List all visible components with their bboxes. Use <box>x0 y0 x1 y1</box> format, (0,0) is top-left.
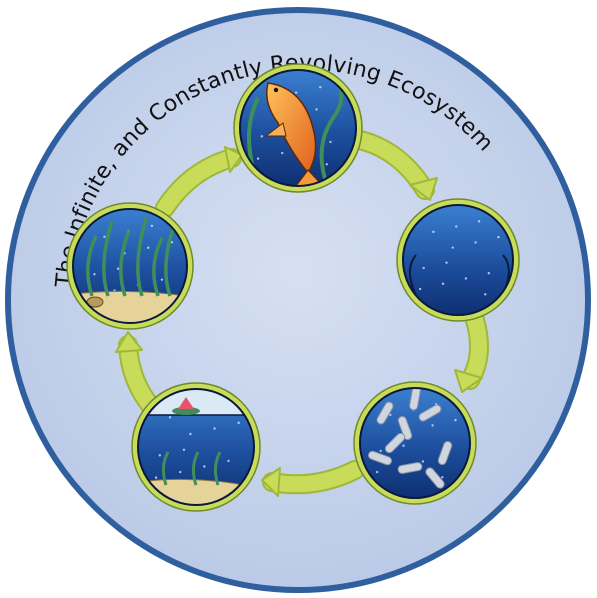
arrow-5 <box>157 150 240 216</box>
arrow-1-head <box>409 177 438 201</box>
bacterium <box>437 440 453 466</box>
empty-water-icon <box>403 205 513 315</box>
bacterium <box>397 415 413 441</box>
stage-pond-surface <box>131 382 261 512</box>
stage-bacteria <box>353 381 477 505</box>
cycle-arrows <box>115 130 489 497</box>
arrow-2 <box>462 312 487 388</box>
bacterium <box>418 404 442 422</box>
arrow-5-head <box>224 146 243 173</box>
arrow-4-head <box>115 331 143 353</box>
bacterium <box>409 388 421 411</box>
bacterium <box>376 401 394 425</box>
bacterium <box>397 462 423 474</box>
bacteria-icon <box>360 388 470 498</box>
stage-plants <box>66 202 194 330</box>
arrow-3-head <box>261 467 281 497</box>
arrow-3 <box>264 462 363 493</box>
bacterium <box>367 450 393 466</box>
bacterium <box>425 467 445 489</box>
stage-decomposing-water <box>396 198 520 322</box>
arrow-2-head <box>454 369 483 393</box>
bacterium <box>384 432 406 454</box>
stage-fish <box>233 63 363 193</box>
koi-fish-icon <box>240 70 356 186</box>
